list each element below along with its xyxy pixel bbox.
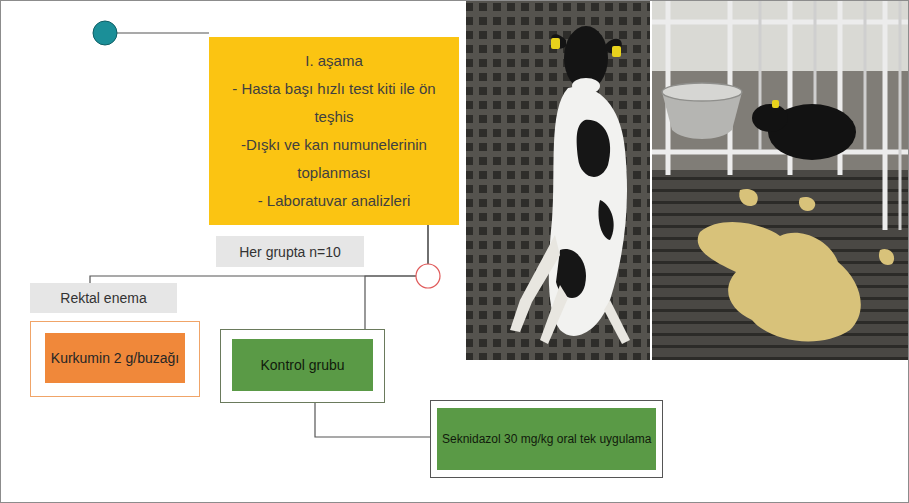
box-fill: Kontrol grubu: [232, 339, 373, 391]
calf-photo-right: [652, 1, 908, 360]
box-fill: Kurkumin 2 g/buzağı: [45, 333, 185, 383]
branch-dot: [416, 264, 440, 288]
calf-photo-left: [466, 1, 650, 360]
group-size-box: Her grupta n=10: [216, 236, 364, 267]
node-text: I. aşama: [305, 47, 363, 75]
control-group-box: Kontrol grubu: [220, 329, 385, 403]
connector-line: [90, 225, 428, 283]
stage-box: I. aşama- Hasta başı hızlı test kiti ile…: [209, 37, 459, 225]
treatment-box: Kurkumin 2 g/buzağı: [30, 321, 200, 397]
start-dot: [93, 21, 117, 45]
node-text: -Dışkı ve kan numunelerinin toplanması: [219, 131, 449, 187]
node-text: Her grupta n=10: [239, 243, 341, 261]
node-text: Seknidazol 30 mg/kg oral tek uygulama: [442, 432, 651, 447]
box-fill: Seknidazol 30 mg/kg oral tek uygulama: [437, 408, 656, 470]
timeline-line: [117, 32, 209, 33]
node-text: Rektal enema: [60, 289, 146, 307]
node-text: - Laboratuvar analizleri: [258, 187, 411, 215]
connector-line: [315, 403, 430, 437]
node-text: Kontrol grubu: [260, 356, 344, 374]
node-text: Kurkumin 2 g/buzağı: [51, 349, 179, 367]
route-label-box: Rektal enema: [30, 283, 177, 313]
drug-box: Seknidazol 30 mg/kg oral tek uygulama: [430, 400, 663, 478]
node-text: - Hasta başı hızlı test kiti ile ön teşh…: [219, 75, 449, 131]
